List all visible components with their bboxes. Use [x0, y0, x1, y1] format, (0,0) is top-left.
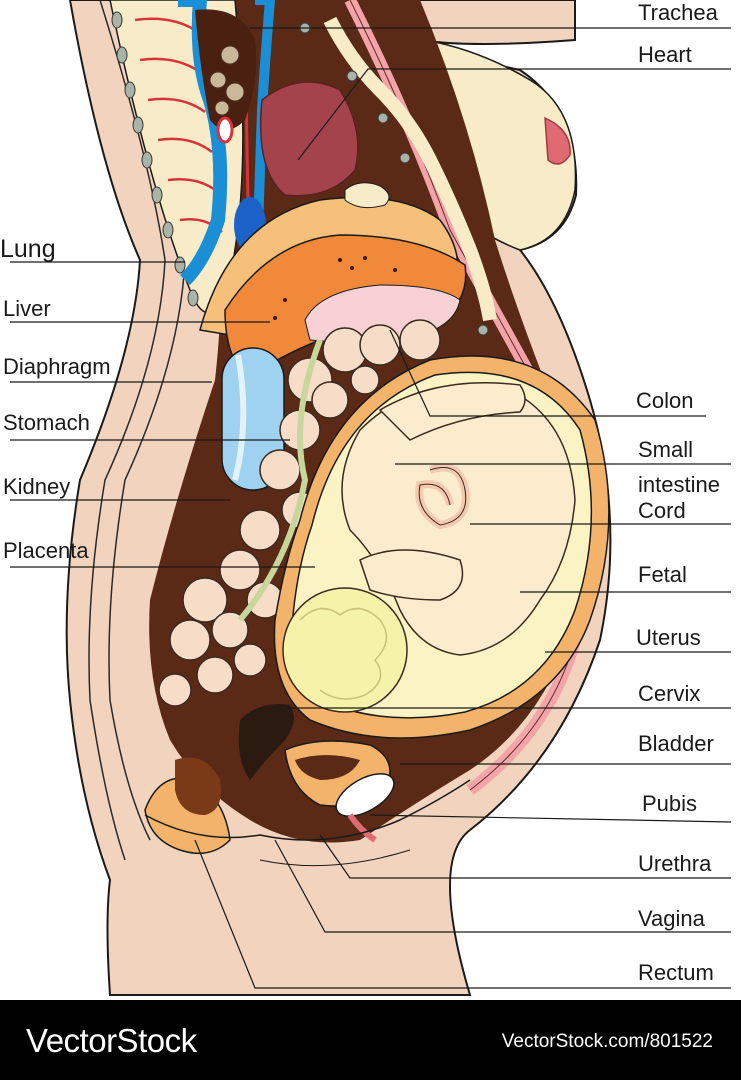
fetal-head	[282, 587, 408, 713]
label-fetal: Fetal	[638, 562, 687, 587]
label-lung: Lung	[0, 235, 56, 263]
skin-contour-1	[88, 0, 166, 861]
label-liver: Liver	[3, 296, 51, 321]
label-trachea: Trachea	[638, 0, 718, 25]
fetus-leg	[378, 382, 526, 441]
vertebrae	[111, 11, 199, 307]
label-colon: Colon	[636, 388, 694, 413]
label-rectum: Rectum	[638, 960, 714, 985]
label-kidney: Kidney	[3, 474, 71, 499]
front-ribs	[323, 16, 497, 322]
pelvic-floor	[144, 779, 471, 841]
cervix	[238, 704, 294, 780]
label-diaphragm: Diaphragm	[3, 354, 111, 379]
label-urethra: Urethra	[638, 851, 712, 876]
red-vessel-section	[216, 116, 234, 144]
label-pubis: Pubis	[642, 791, 698, 816]
label-bladder: Bladder	[638, 731, 714, 756]
pregnancy-anatomy-illustration	[10, 0, 732, 996]
label-heart: Heart	[638, 42, 692, 67]
nipple	[544, 116, 571, 165]
label-uterus: Uterus	[636, 625, 701, 650]
label-intestine: intestine	[638, 472, 720, 497]
brand-logo: VectorStock	[26, 1022, 197, 1059]
liver-spots	[273, 256, 397, 320]
fetus-arm	[359, 549, 464, 601]
leader-lines	[10, 27, 732, 989]
anatomy-diagram: Lung Liver Diaphragm Stomach Kidney Plac…	[0, 0, 732, 996]
trachea-rings	[209, 45, 245, 116]
label-cervix: Cervix	[638, 681, 701, 706]
label-stomach: Stomach	[3, 410, 90, 435]
image-id: VectorStock.com/801522	[501, 1031, 713, 1052]
label-cord: Cord	[638, 498, 686, 523]
label-placenta: Placenta	[3, 538, 89, 563]
urethra	[347, 813, 377, 843]
pubis	[335, 773, 395, 817]
colon-vessel	[237, 338, 323, 622]
heart	[259, 81, 359, 197]
watermark-footer: VectorStock VectorStock.com/801522	[0, 1000, 741, 1080]
label-small: Small	[638, 437, 694, 462]
label-vagina: Vagina	[638, 906, 705, 931]
esophagus	[195, 9, 257, 130]
